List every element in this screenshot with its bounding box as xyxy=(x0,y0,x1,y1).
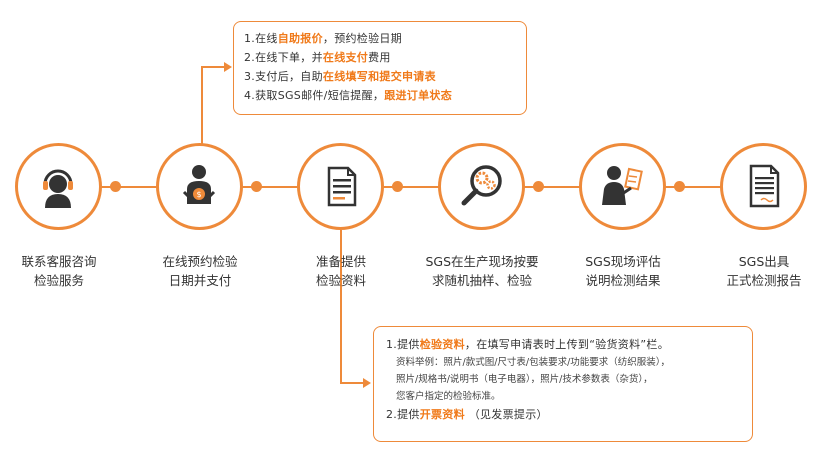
magnifier-gears-icon xyxy=(461,165,502,206)
step-label-report: SGS出具 正式检测报告 xyxy=(699,252,820,290)
step-label-line: SGS出具 xyxy=(738,254,790,269)
step-circle-evaluation xyxy=(579,143,666,230)
callout-text: 1.在线 xyxy=(244,32,278,45)
callout-highlight: 在线填写和提交申请表 xyxy=(322,70,436,83)
step-circle-report xyxy=(720,143,807,230)
connector-dot xyxy=(110,181,121,192)
step-label-line: 检验服务 xyxy=(33,273,84,288)
callout-text: 2.提供 xyxy=(386,408,420,421)
callout-line: 3.支付后，自助在线填写和提交申请表 xyxy=(244,67,452,86)
callout-line: 4.获取SGS邮件/短信提醒，跟进订单状态 xyxy=(244,86,452,105)
top-callout-connector xyxy=(201,66,225,68)
callout-subtext: 照片/规格书/说明书（电子电器），照片/技术参数表（杂货）， xyxy=(396,374,653,385)
connector-dot xyxy=(533,181,544,192)
step-label-line: 正式检测报告 xyxy=(726,273,802,288)
callout-text: 费用 xyxy=(368,51,391,64)
connector-dot xyxy=(251,181,262,192)
callout-line: 2.提供开票资料 （见发票提示） xyxy=(386,405,670,424)
step-label-line: 检验资料 xyxy=(315,273,366,288)
step-label-line: SGS现场评估 xyxy=(585,254,661,269)
callout-highlight: 自助报价 xyxy=(277,32,323,45)
step-label-consult: 联系客服咨询 检验服务 xyxy=(0,252,124,290)
callout-text: 1.提供 xyxy=(386,338,420,351)
callout-subtext: 您客户指定的检验标准。 xyxy=(396,391,501,402)
document-icon xyxy=(327,166,357,207)
callout-highlight: 在线支付 xyxy=(322,51,369,64)
callout-text: ，在填写申请表时上传到“验货资料”栏。 xyxy=(464,338,670,351)
connector-dot xyxy=(392,181,403,192)
callout-text: （见发票提示） xyxy=(464,408,548,421)
step-label-booking: 在线预约检验 日期并支付 xyxy=(135,252,265,290)
flow-connector xyxy=(92,186,732,188)
top-callout-arrow xyxy=(224,62,232,72)
step-label-line: 准备提供 xyxy=(315,254,366,269)
step-circle-booking: $ xyxy=(156,143,243,230)
callout-highlight: 检验资料 xyxy=(419,338,465,351)
step-label-line: 联系客服咨询 xyxy=(21,254,97,269)
callout-subtext: 资料举例：照片/款式图/尺寸表/包装要求/功能要求（纺织服装）， xyxy=(396,357,671,368)
payment-coin-icon: $ xyxy=(182,165,216,204)
step-circle-sampling xyxy=(438,143,525,230)
step-label-line: 在线预约检验 xyxy=(162,254,238,269)
callout-text: ，预约检验日期 xyxy=(322,32,403,45)
bottom-callout-connector xyxy=(340,382,364,384)
step-circle-consult xyxy=(15,143,102,230)
callout-highlight: 跟进订单状态 xyxy=(384,89,453,102)
online-service-callout: 1.在线自助报价，预约检验日期 2.在线下单，并在线支付费用 3.支付后，自助在… xyxy=(233,21,527,115)
top-callout-connector xyxy=(201,67,203,144)
step-label-line: 求随机抽样、检验 xyxy=(431,273,532,288)
step-circle-documents xyxy=(297,143,384,230)
callout-highlight: 开票资料 xyxy=(419,408,465,421)
svg-text:$: $ xyxy=(196,190,201,199)
documents-callout: 1.提供检验资料，在填写申请表时上传到“验货资料”栏。 资料举例：照片/款式图/… xyxy=(373,326,753,442)
step-label-line: 日期并支付 xyxy=(168,273,232,288)
connector-dot xyxy=(674,181,685,192)
headset-agent-icon xyxy=(43,169,73,208)
step-label-documents: 准备提供 检验资料 xyxy=(276,252,406,290)
callout-text: 2.在线下单，并 xyxy=(244,51,323,64)
step-label-line: SGS在生产现场按要 xyxy=(425,254,539,269)
callout-text: 3.支付后，自助 xyxy=(244,70,323,83)
report-icon xyxy=(749,164,780,208)
callout-line: 1.提供检验资料，在填写申请表时上传到“验货资料”栏。 xyxy=(386,335,670,354)
step-label-evaluation: SGS现场评估 说明检测结果 xyxy=(558,252,688,290)
bottom-callout-arrow xyxy=(363,378,371,388)
step-label-sampling: SGS在生产现场按要 求随机抽样、检验 xyxy=(417,252,547,290)
callout-line: 1.在线自助报价，预约检验日期 xyxy=(244,29,452,48)
bottom-callout-connector xyxy=(340,230,342,382)
callout-text: 4.获取SGS邮件/短信提醒， xyxy=(244,89,385,102)
step-label-line: 说明检测结果 xyxy=(585,273,661,288)
callout-line: 2.在线下单，并在线支付费用 xyxy=(244,48,452,67)
inspector-icon xyxy=(602,166,643,205)
